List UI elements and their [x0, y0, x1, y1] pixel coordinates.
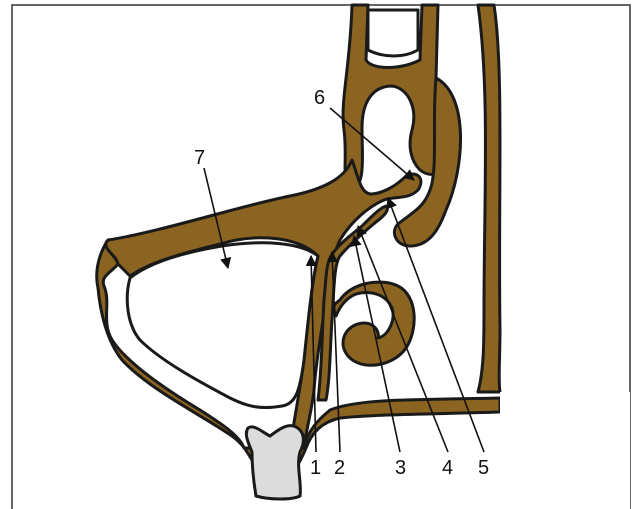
inferior-turbinate-bone [334, 282, 414, 365]
blank-area [500, 392, 630, 509]
label-1: 1 [310, 457, 321, 479]
label-5: 5 [478, 457, 489, 479]
nasal-septum-bone [478, 5, 500, 392]
pointer-6 [330, 108, 414, 180]
tooth [246, 426, 303, 499]
label-4: 4 [442, 457, 453, 479]
label-2: 2 [334, 457, 345, 479]
label-3: 3 [395, 457, 406, 479]
upper-air-cell [368, 10, 418, 56]
label-7: 7 [194, 147, 205, 169]
label-6: 6 [314, 87, 325, 109]
pointer-2 [332, 252, 340, 452]
